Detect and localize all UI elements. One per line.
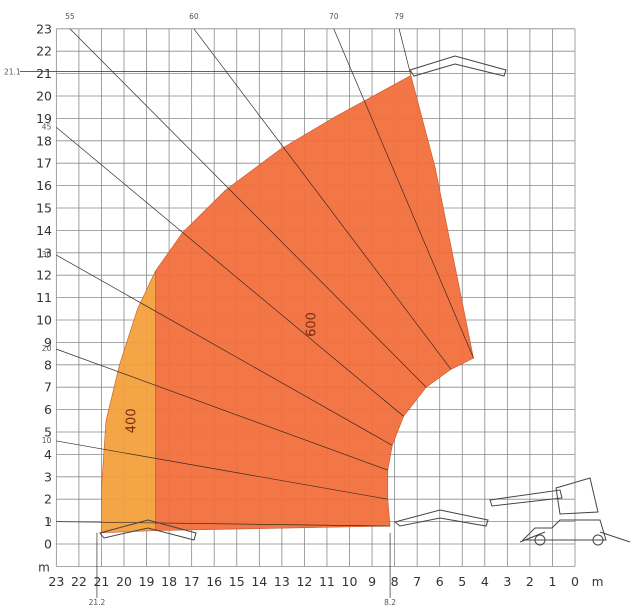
angle-line-0 [56,521,391,527]
y-tick-label: 11 [36,290,52,305]
ref-label-21.1: 21.1 [4,67,21,76]
y-tick-label: 13 [36,245,52,260]
x-tick-label: 5 [458,574,466,589]
angle-line-45 [56,127,404,417]
y-tick-label: 9 [44,335,52,350]
machine-wheel [534,534,546,546]
y-tick-label: 6 [44,402,52,417]
x-tick-label: 8 [391,574,399,589]
angle-label-30: 30 [42,250,52,259]
x-tick-label: 7 [413,574,421,589]
y-unit-label: m [38,560,50,574]
ref-label-8.2: 8.2 [384,598,396,607]
angle-line-20 [56,348,388,471]
x-tick-label: 1 [548,574,556,589]
machine-boom [489,489,563,507]
x-tick-label: 12 [296,574,312,589]
x-tick-label: 3 [503,574,511,589]
y-tick-label: 16 [36,178,52,193]
y-tick-label: 8 [44,357,52,372]
x-tick-label: 11 [319,574,335,589]
reference-lines [20,71,411,598]
boom-sketch-top [409,55,507,77]
machine-cab [555,477,599,515]
zone-400 [101,270,156,534]
angle-label-79: 79 [394,12,404,21]
y-tick-label: 4 [44,447,52,462]
y-tick-label: 7 [44,380,52,395]
y-tick-label: 0 [44,537,52,552]
ref-label-21.2: 21.2 [89,598,106,607]
angle-line-60 [193,28,452,370]
x-tick-label: 9 [368,574,376,589]
x-tick-label: 23 [48,574,64,589]
x-tick-label: 22 [71,574,87,589]
y-tick-label: 3 [44,469,52,484]
angle-label-60: 60 [189,12,199,21]
y-tick-label: 19 [36,111,52,126]
x-tick-label: 15 [229,574,245,589]
angle-line-10 [56,440,388,500]
y-tick-label: 2 [44,492,52,507]
y-tick-label: 17 [36,156,52,171]
telehandler-icon [99,55,631,546]
x-tick-label: 19 [139,574,155,589]
load-zones [101,73,474,534]
angle-label-20: 20 [42,344,52,353]
x-tick-label: 6 [436,574,444,589]
angle-label-70: 70 [329,12,339,21]
angle-label-10: 10 [42,436,52,445]
angle-line-70 [333,28,474,359]
angle-line-30 [56,254,393,446]
y-tick-label: 15 [36,201,52,216]
y-tick-label: 10 [36,313,52,328]
x-tick-label: 16 [206,574,222,589]
machine-body [521,519,607,541]
boom-angle-lines [56,28,474,527]
machine-stabilizers [519,531,631,543]
x-tick-label: 0 [571,574,579,589]
boom-sketch-left [99,519,197,541]
angle-line-55 [69,28,427,388]
y-tick-label: 12 [36,268,52,283]
zone-label-400: 400 [124,408,139,433]
zone-label-600: 600 [305,312,320,337]
x-tick-label: 14 [251,574,267,589]
y-tick-label: 22 [36,44,52,59]
y-tick-label: 23 [36,21,52,36]
x-tick-label: 2 [526,574,534,589]
angle-label-0: 0 [47,517,52,526]
x-tick-label: 4 [481,574,489,589]
x-tick-label: 13 [274,574,290,589]
x-tick-label: 17 [184,574,200,589]
x-tick-label: 20 [116,574,132,589]
x-tick-label: 10 [342,574,358,589]
x-tick-label: 21 [93,574,109,589]
y-tick-label: 1 [44,514,52,529]
x-unit-label: m [592,575,604,589]
boom-sketch-right [393,509,489,527]
y-tick-label: 5 [44,425,52,440]
angle-line-79 [398,28,411,74]
angle-label-45: 45 [42,122,52,131]
y-tick-label: 21 [36,66,52,81]
zone-600 [155,73,474,531]
y-tick-label: 18 [36,133,52,148]
x-tick-label: 18 [161,574,177,589]
y-tick-label: 14 [36,223,52,238]
angle-label-55: 55 [65,12,75,21]
machine-wheel [592,534,604,546]
y-tick-label: 20 [36,89,52,104]
